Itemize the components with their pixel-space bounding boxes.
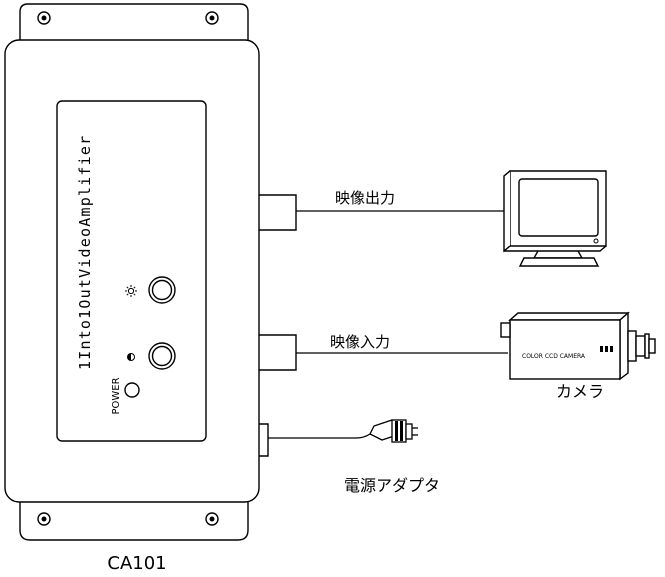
mount-hole-bottom-left xyxy=(37,512,51,526)
input-connector xyxy=(259,334,297,371)
mount-hole-top-left xyxy=(37,11,51,25)
half-circle-icon xyxy=(127,353,135,361)
video-in-label: 映像入力 xyxy=(330,333,390,351)
camera-body-text: COLOR CCD CAMERA xyxy=(522,353,586,360)
power-cable xyxy=(268,433,371,439)
power-adapter-icon xyxy=(369,419,418,443)
monitor-icon xyxy=(503,170,607,267)
camera-label: カメラ xyxy=(556,382,604,401)
front-panel xyxy=(56,100,207,442)
top-mounting-flange xyxy=(19,3,249,40)
contrast-knob[interactable] xyxy=(148,342,176,370)
brightness-knob[interactable] xyxy=(148,276,176,304)
power-adapter-label: 電源アダプタ xyxy=(344,476,440,495)
mount-hole-bottom-right xyxy=(205,512,219,526)
power-led xyxy=(124,382,140,398)
mount-hole-top-right xyxy=(205,11,219,25)
camera-icon xyxy=(500,311,656,381)
model-label: CA101 xyxy=(107,553,166,574)
video-out-label: 映像出力 xyxy=(335,189,395,207)
bottom-mounting-flange xyxy=(19,502,249,541)
power-jack xyxy=(259,423,269,457)
output-connector xyxy=(259,194,297,231)
amplifier-device xyxy=(4,3,260,541)
sun-icon xyxy=(125,285,137,297)
device-enclosure xyxy=(4,39,260,503)
power-label: POWER xyxy=(111,377,122,414)
panel-title: 1Into1OutVideoAmplifier xyxy=(76,135,94,370)
